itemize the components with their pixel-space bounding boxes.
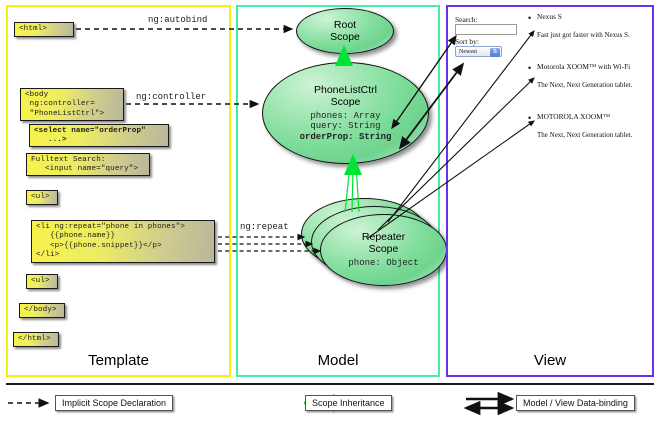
bullet-icon: • bbox=[528, 113, 532, 123]
view-phone-snippet: Fast just got faster with Nexus S. bbox=[537, 31, 630, 39]
legend-item-implicit-scope-declaration: Implicit Scope Declaration bbox=[55, 395, 174, 411]
template-box-html-close[interactable]: </html> bbox=[13, 332, 59, 347]
edge-label-ng-repeat: ng:repeat bbox=[240, 222, 289, 232]
bullet-icon: • bbox=[528, 13, 532, 23]
view-search-input[interactable] bbox=[455, 24, 517, 35]
view-phone-name: MOTOROLA XOOM™ bbox=[537, 112, 611, 121]
view-phone-snippet: The Next, Next Generation tablet. bbox=[537, 131, 633, 139]
template-box-select[interactable]: <select name="orderProp" ...> bbox=[29, 124, 169, 147]
template-box-fulltext-search[interactable]: Fulltext Search: <input name="query"> bbox=[26, 153, 150, 176]
view-phone-snippet: The Next, Next Generation tablet. bbox=[537, 81, 633, 89]
view-search-label: Search: bbox=[455, 15, 478, 24]
column-label-model: Model bbox=[317, 352, 359, 369]
legend-item-scope-inheritance: Scope Inheritance bbox=[305, 395, 392, 411]
scope-repeater-props: phone: Object bbox=[348, 258, 419, 269]
view-sort-selected-value: Newest bbox=[459, 49, 477, 55]
template-box-li-ng-repeat[interactable]: <li ng:repeat="phone in phones"> {{phone… bbox=[31, 220, 215, 263]
column-view: View bbox=[446, 5, 654, 377]
view-phone-name: Motorola XOOM™ with Wi-Fi bbox=[537, 62, 631, 71]
view-phone-name: Nexus S bbox=[537, 12, 562, 21]
view-sort-label: Sort by: bbox=[455, 37, 479, 46]
template-box-html-open[interactable]: <html> bbox=[14, 22, 74, 37]
edge-label-ng-controller: ng:controller bbox=[136, 92, 207, 102]
legend-item-model-view-data-binding: Model / View Data-binding bbox=[516, 395, 635, 411]
template-box-body-open[interactable]: <body ng:controller= "PhoneListCtrl"> bbox=[20, 88, 124, 121]
column-label-view: View bbox=[533, 352, 567, 369]
bullet-icon: • bbox=[528, 63, 532, 73]
edge-label-ng-autobind: ng:autobind bbox=[148, 15, 208, 25]
chevron-updown-icon: ⇅ bbox=[490, 48, 500, 57]
template-box-ul-open[interactable]: <ul> bbox=[26, 190, 58, 205]
template-box-body-close[interactable]: </body> bbox=[19, 303, 65, 318]
column-model: Model bbox=[236, 5, 440, 377]
template-box-ul-close[interactable]: <ul> bbox=[26, 274, 58, 289]
column-label-template: Template bbox=[88, 352, 149, 369]
legend-divider bbox=[6, 383, 654, 385]
view-sort-select[interactable]: Newest ⇅ bbox=[455, 46, 502, 57]
